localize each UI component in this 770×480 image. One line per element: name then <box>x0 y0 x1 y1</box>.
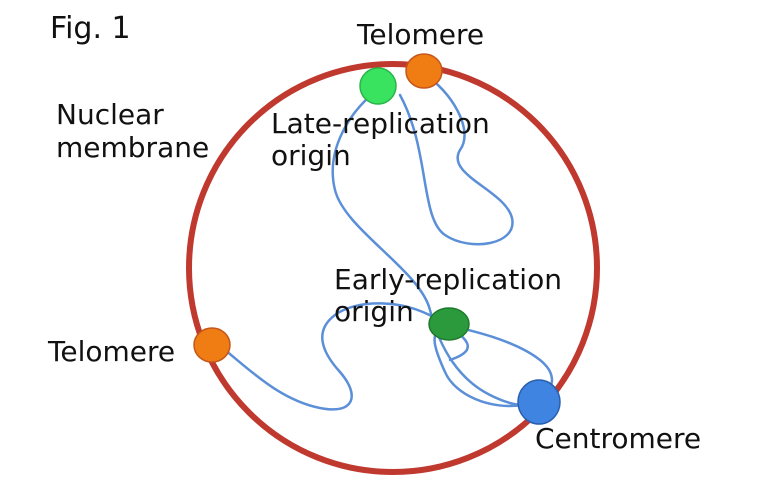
label-telomere-left: Telomere <box>47 335 175 368</box>
label-early-origin-line1: Early-replication <box>334 263 562 296</box>
label-nuclear-membrane-line1: Nuclear <box>56 98 164 131</box>
chromatin-strand-right-loop <box>398 73 514 246</box>
early-origin-marker <box>428 307 470 341</box>
chromatin-strand-lower <box>433 326 524 408</box>
label-nuclear-membrane-line2: membrane <box>56 131 209 164</box>
label-telomere-top: Telomere <box>356 18 484 51</box>
label-late-origin-line2: origin <box>271 139 351 172</box>
centromere-marker <box>517 379 561 425</box>
label-early-origin-line2: origin <box>334 295 414 328</box>
telomere-left-marker <box>193 327 231 363</box>
telomere-top-marker <box>405 53 443 89</box>
nuclear-membrane-circle <box>186 61 600 475</box>
late-origin-marker <box>359 67 397 105</box>
label-centromere: Centromere <box>535 422 701 455</box>
figure-title: Fig. 1 <box>50 11 131 46</box>
chromatin-strand-main <box>331 86 542 407</box>
label-late-origin-line1: Late-replication <box>271 107 490 140</box>
